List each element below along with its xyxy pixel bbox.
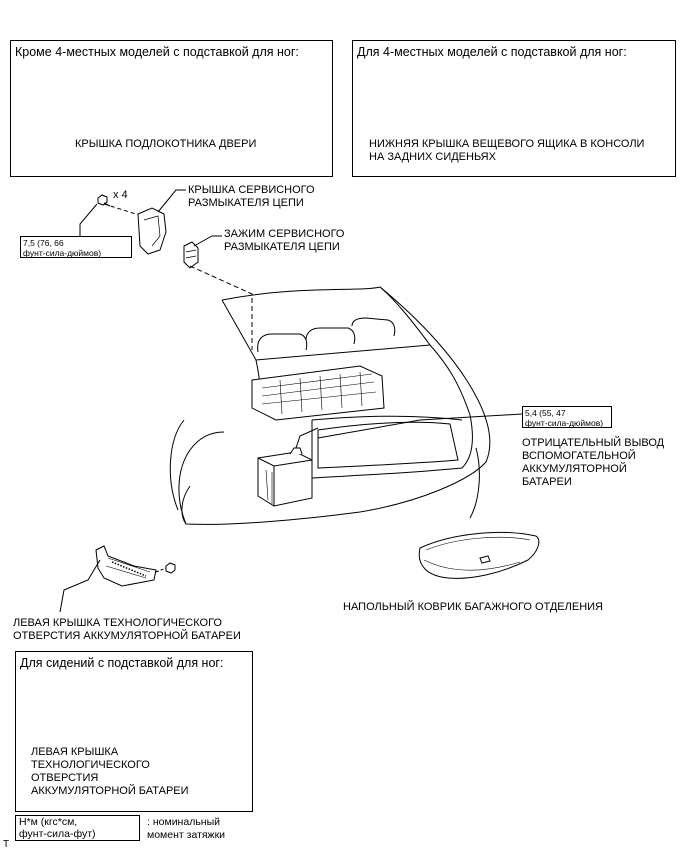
bolt-count-label: x 4	[113, 189, 128, 201]
legend-units-2: фунт-сила-фут)	[19, 828, 96, 840]
neg-terminal-label-1: ОТРИЦАТЕЛЬНЫЙ ВЫВОД	[522, 437, 665, 449]
neg-terminal-label-2: ВСПОМОГАТЕЛЬНОЙ	[522, 450, 636, 462]
console-cover-label-2: НА ЗАДНИХ СИДЕНЬЯХ	[369, 151, 496, 163]
panel-footrest-seats: Для сидений с подставкой для ног: ЛЕВАЯ …	[15, 651, 253, 812]
door-armrest-cover-label: КРЫШКА ПОДЛОКОТНИКА ДВЕРИ	[75, 138, 257, 150]
footrest-cover-label-4: АККУМУЛЯТОРНОЙ БАТАРЕИ	[31, 785, 189, 797]
auxiliary-battery	[257, 427, 319, 507]
bolt-torque-box: 7,5 (76, 66 фунт-сила-дюймов)	[20, 236, 132, 258]
floor-mat-label: НАПОЛЬНЫЙ КОВРИК БАГАЖНОГО ОТДЕЛЕНИЯ	[343, 601, 603, 613]
torque-units: фунт-сила-дюймов)	[23, 248, 102, 258]
left-service-hole-cover-part	[59, 545, 176, 613]
footrest-cover-label-3: ОТВЕРСТИЯ	[31, 772, 99, 784]
bolt-icon	[97, 194, 137, 215]
service-plug-cover-label-2: РАЗМЫКАТЕЛЯ ЦЕПИ	[188, 197, 304, 209]
legend-desc-2: момент затяжки	[147, 829, 226, 841]
neg-terminal-label-4: БАТАРЕИ	[522, 476, 572, 488]
service-plug-clamp-label-2: РАЗМЫКАТЕЛЯ ЦЕПИ	[224, 241, 340, 253]
legend-torque-box: Н*м (кгс*см, фунт-сила-фут)	[15, 815, 140, 841]
service-plug-cover-part	[137, 189, 186, 255]
panel-title: Для сидений с подставкой для ног:	[20, 656, 224, 670]
service-plug-cover-label-1: КРЫШКА СЕРВИСНОГО	[188, 184, 315, 196]
legend-units-1: Н*м (кгс*см,	[19, 816, 78, 828]
service-plug-clamp-label-1: ЗАЖИМ СЕРВИСНОГО	[224, 228, 345, 240]
legend-desc-1: : номинальный	[147, 816, 221, 828]
torque-value: 7,5 (76, 66	[23, 238, 64, 248]
torque-units: фунт-сила-дюймов)	[525, 418, 604, 428]
left-cover-label-1: ЛЕВАЯ КРЫШКА ТЕХНОЛОГИЧЕСКОГО	[13, 617, 222, 629]
terminal-torque-box: 5,4 (55, 47 фунт-сила-дюймов)	[522, 406, 612, 428]
footrest-cover-label-2: ТЕХНОЛОГИЧЕСКОГО	[31, 759, 150, 771]
trunk-floor-mat-part	[418, 531, 540, 579]
neg-terminal-label-3: АККУМУЛЯТОРНОЙ	[522, 463, 627, 475]
torque-value: 5,4 (55, 47	[525, 408, 566, 418]
panel-4-seat: Для 4-местных моделей с подставкой для н…	[352, 40, 676, 177]
panel-title: Кроме 4-местных моделей с подставкой для…	[15, 45, 299, 59]
service-plug-clamp-part	[183, 235, 253, 350]
vehicle-rear-body	[169, 286, 523, 525]
panel-except-4-seat: Кроме 4-местных моделей с подставкой для…	[10, 40, 333, 177]
console-cover-label-1: НИЖНЯЯ КРЫШКА ВЕЩЕВОГО ЯЩИКА В КОНСОЛИ	[369, 138, 645, 150]
footrest-cover-label-1: ЛЕВАЯ КРЫШКА	[31, 746, 119, 758]
left-cover-label-2: ОТВЕРСТИЯ АККУМУЛЯТОРНОЙ БАТАРЕИ	[13, 630, 241, 642]
panel-title: Для 4-местных моделей с подставкой для н…	[357, 45, 627, 59]
corner-mark: T	[3, 839, 10, 850]
